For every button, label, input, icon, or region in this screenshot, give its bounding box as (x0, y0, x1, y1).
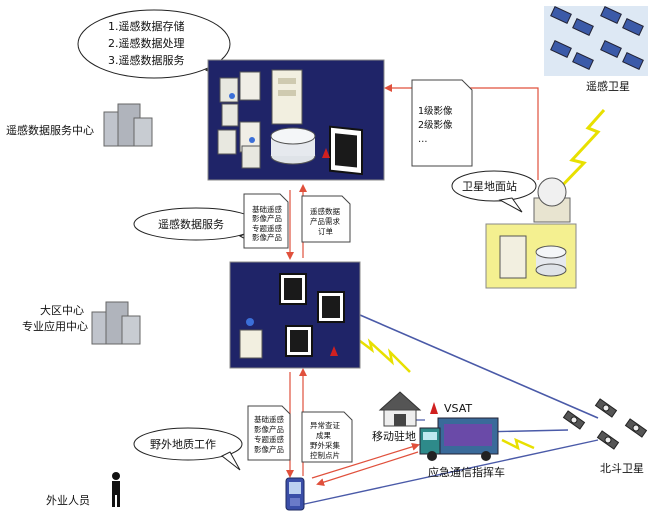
regional-globe-icon (246, 318, 254, 326)
regional-server-icon (239, 329, 263, 359)
arrow-vehicle-to-phone (316, 451, 419, 486)
doc-images: 1级影像 2级影像 … (411, 79, 473, 167)
doc-products-line-2: 影像产品 (252, 213, 282, 223)
regional-monitor-icon-2 (317, 291, 345, 323)
bubble-line-2: 2.遥感数据处理 (108, 36, 185, 50)
dish-antenna-icon (537, 177, 567, 207)
bubble-line-3: 3.遥感数据服务 (108, 53, 185, 67)
label-regional-1: 大区中心 (40, 303, 84, 317)
station-storage-icon (535, 245, 567, 277)
bubble-service: 遥感数据服务 (133, 207, 263, 249)
doc-products-line-3: 专题遥感 (252, 223, 282, 233)
doc-products-line-1: 基础遥感 (252, 204, 282, 214)
doc-field-products-line-1: 基础遥感 (254, 414, 284, 424)
center-panel (207, 59, 385, 181)
regional-antenna-icon (330, 346, 338, 356)
label-field-staff: 外业人员 (46, 494, 90, 507)
bubble-field-work-text: 野外地质工作 (150, 438, 216, 451)
regional-monitor-icon-3 (285, 325, 313, 357)
beidou-satellites-icon (562, 398, 648, 450)
lightning-vehicle-beidou (501, 437, 535, 451)
bubble-ground-station-text: 卫星地面站 (462, 179, 517, 193)
doc-field-products-line-4: 影像产品 (254, 444, 284, 454)
bubble-ground-station: 卫星地面站 (451, 170, 537, 213)
label-command-vehicle: 应急通信指挥车 (428, 465, 505, 479)
main-server-icon (271, 69, 303, 125)
rs-satellites-icon (544, 6, 648, 76)
doc-anomaly-line-3: 野外采集 (310, 440, 340, 450)
doc-orders: 遥感数据 产品需求 订单 (301, 195, 351, 243)
doc-images-line-1: 1级影像 (418, 105, 453, 117)
doc-field-products-line-2: 影像产品 (254, 424, 284, 434)
mobile-station-icon (378, 391, 422, 427)
link-phone-beidou (299, 439, 599, 506)
lightning-satellite-station (554, 109, 606, 194)
regional-building-icon (91, 301, 141, 345)
label-beidou: 北斗卫星 (600, 462, 644, 475)
server-rack-icon (217, 71, 261, 169)
monitor-icon (329, 125, 363, 176)
handheld-device-icon (285, 477, 305, 511)
command-vehicle-icon (419, 417, 499, 461)
bubble-line-1: 1.遥感数据存储 (108, 19, 185, 33)
label-rs-satellite: 遥感卫星 (586, 80, 630, 93)
doc-orders-line-3: 订单 (318, 226, 333, 236)
bubble-field-work: 野外地质工作 (133, 427, 243, 471)
doc-images-line-2: 2级影像 (418, 119, 453, 131)
person-icon (112, 472, 120, 507)
doc-images-line-3: … (418, 134, 428, 145)
red-antenna-icon (322, 148, 330, 158)
ground-station (485, 177, 577, 289)
station-server-icon (499, 235, 527, 279)
doc-anomaly: 异常查证 成果 野外采集 控制点片 (301, 411, 353, 463)
label-mobile-station: 移动驻地 (372, 429, 416, 443)
storage-cylinder-icon (270, 127, 316, 165)
arrow-phone-to-vehicle (311, 442, 420, 479)
center-building-icon (103, 103, 153, 147)
doc-orders-line-2: 产品需求 (310, 216, 340, 226)
bubble-center-functions: 1.遥感数据存储 2.遥感数据处理 3.遥感数据服务 (77, 9, 231, 81)
label-regional-2: 专业应用中心 (22, 319, 88, 333)
bubble-service-text: 遥感数据服务 (158, 217, 224, 231)
link-regional-beidou (359, 314, 599, 419)
doc-anomaly-line-4: 控制点片 (310, 450, 340, 460)
vsat-antenna-icon (430, 402, 438, 414)
connection-lines (286, 84, 606, 506)
doc-orders-line-1: 遥感数据 (310, 206, 340, 216)
label-vsat: VSAT (444, 402, 472, 415)
regional-monitor-icon-1 (279, 273, 307, 305)
doc-anomaly-line-2: 成果 (316, 430, 331, 440)
doc-products-line-4: 影像产品 (252, 232, 282, 242)
doc-products: 基础遥感 影像产品 专题遥感 影像产品 (243, 193, 289, 249)
doc-field-products-line-3: 专题遥感 (254, 434, 284, 444)
doc-anomaly-line-1: 异常查证 (310, 420, 340, 430)
lightning-regional (355, 337, 411, 373)
doc-field-products: 基础遥感 影像产品 专题遥感 影像产品 (247, 405, 291, 461)
label-center: 遥感数据服务中心 (6, 123, 94, 137)
regional-panel (229, 261, 361, 369)
